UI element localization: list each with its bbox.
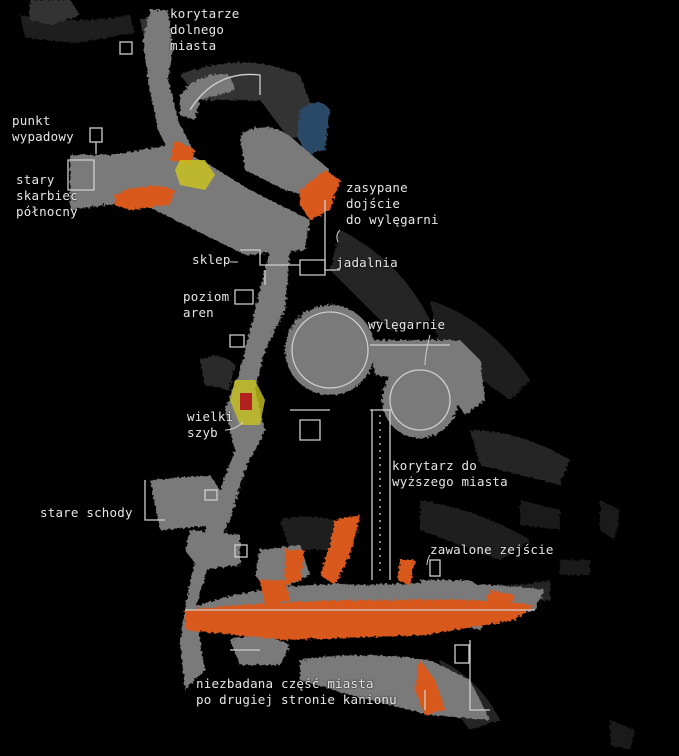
label-buried-passage: zasypane dojście do wylęgarni bbox=[346, 180, 439, 227]
label-old-north-vault: stary skarbiec północny bbox=[16, 172, 78, 219]
label-collapsed-descent: zawalone zejście bbox=[430, 542, 554, 557]
leader-lines bbox=[224, 229, 431, 566]
water-pool bbox=[297, 102, 330, 155]
label-hatcheries: wylęgarnie bbox=[368, 317, 446, 332]
exit-point-marker bbox=[175, 160, 215, 190]
label-dining-hall: jadalnia bbox=[336, 255, 398, 270]
label-old-stairs: stare schody bbox=[40, 505, 133, 520]
danger-marker bbox=[240, 393, 252, 410]
label-lower-city-corridors: korytarze dolnego miasta bbox=[170, 6, 240, 53]
label-exit-point: punkt wypadowy bbox=[12, 113, 74, 144]
label-upper-city-corridor: korytarz do wyższego miasta bbox=[392, 458, 508, 489]
corridors bbox=[67, 41, 535, 711]
label-unexplored-part: niezbadana część miasta po drugiej stron… bbox=[196, 676, 397, 707]
label-great-shaft: wielki szyb bbox=[187, 409, 234, 440]
label-arena-level: poziom aren bbox=[183, 289, 230, 320]
label-shop: sklep bbox=[192, 252, 231, 267]
